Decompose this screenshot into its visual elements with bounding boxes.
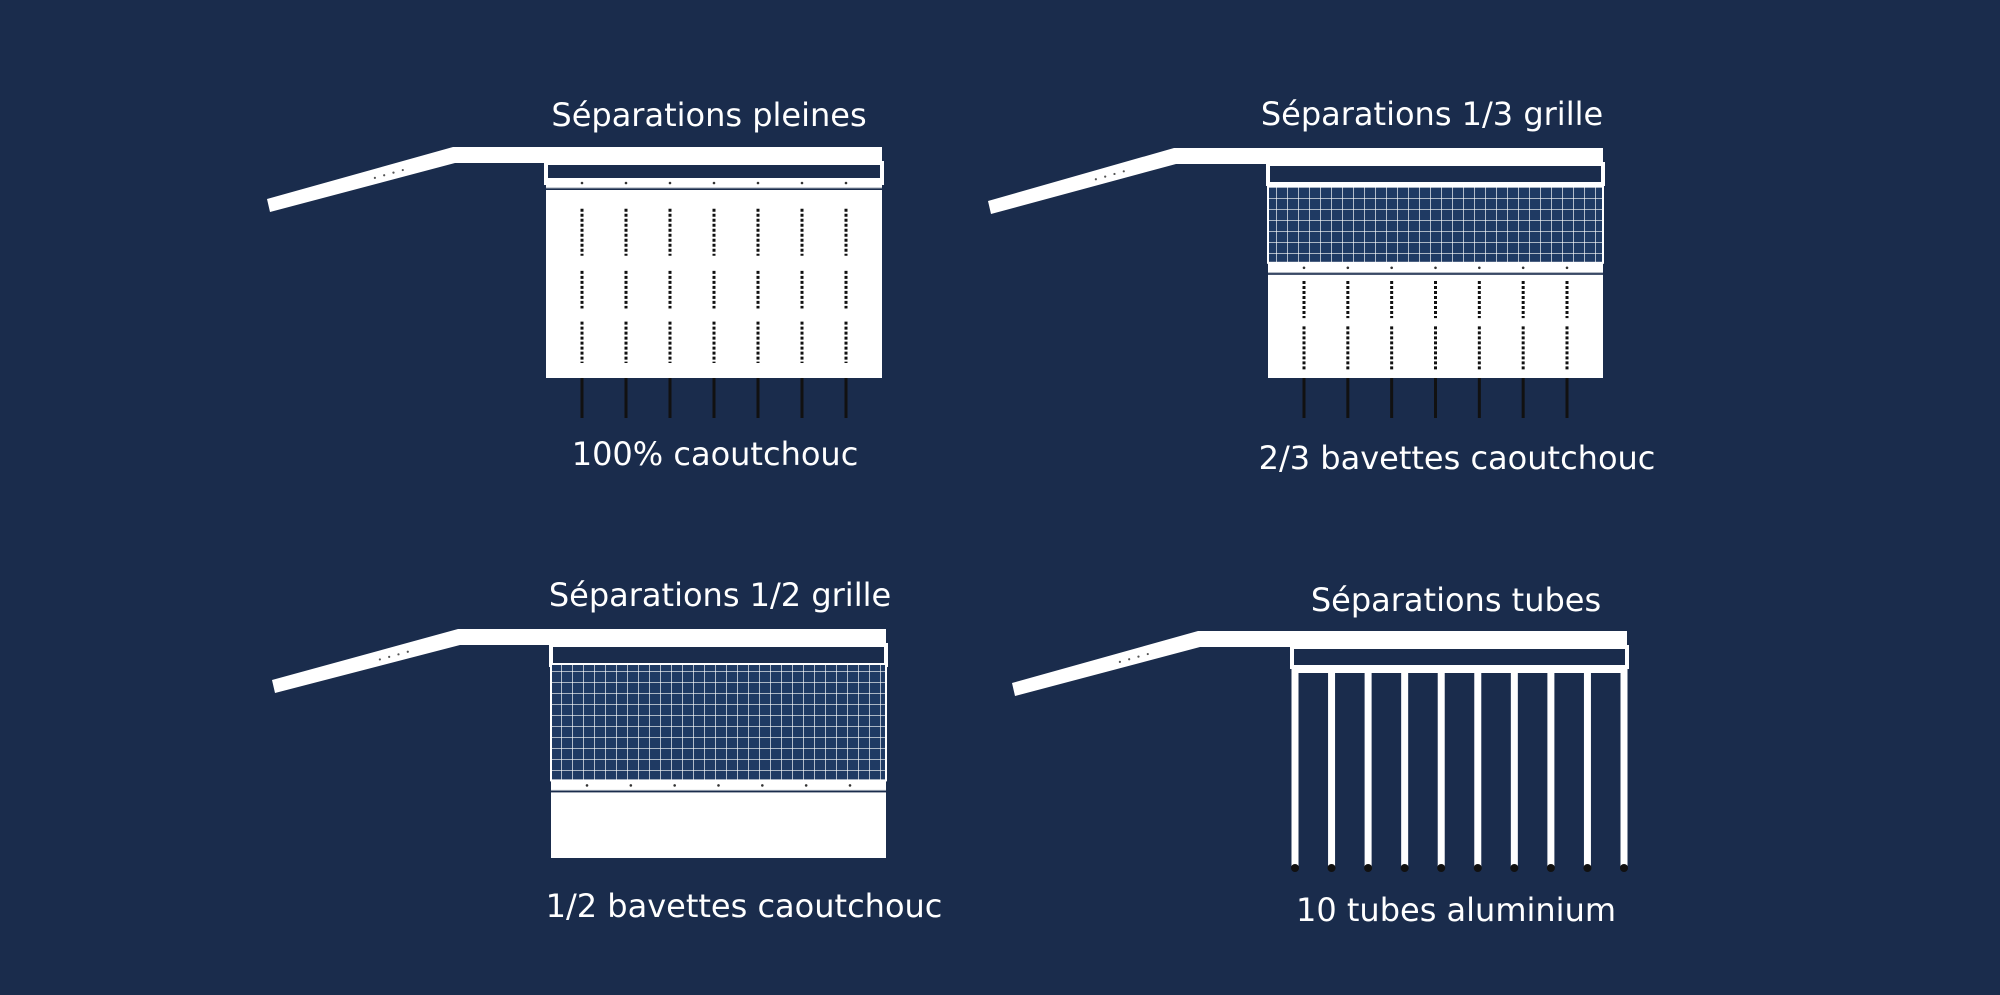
arm-rivet [378, 658, 381, 661]
panel-separations-tubes [1012, 631, 1629, 872]
separator-rivet [1346, 266, 1350, 270]
tube-end-cap [1473, 864, 1482, 872]
top-profile-box [549, 643, 888, 667]
panel-separations-1-2-grille [272, 629, 888, 858]
grid-mesh [1267, 185, 1604, 264]
tube-end-cap [1327, 864, 1336, 872]
arm-rivet [383, 174, 386, 177]
tube-end-cap [1437, 864, 1446, 872]
top-profile-box [1290, 645, 1629, 669]
separator-rivet [800, 181, 804, 185]
tube-end-cap [1291, 864, 1299, 872]
arm-rivet [406, 650, 409, 653]
panel-title-2: Séparations 1/3 grille [1260, 95, 1604, 133]
separator-rivet [1390, 266, 1393, 270]
aluminium-tube [1547, 668, 1555, 868]
separator-rivet [844, 181, 848, 185]
separator-rivet [804, 784, 808, 787]
separator-rivet [673, 784, 676, 787]
panel-caption-1: 100% caoutchouc [571, 435, 859, 473]
top-profile-box [1266, 162, 1605, 186]
arm-rivet [1128, 658, 1131, 661]
arm-rivet [388, 655, 391, 658]
separator-rivet [668, 181, 672, 185]
aluminium-tube [1583, 668, 1591, 868]
arm-rivet [1104, 175, 1107, 178]
separator-rivet [761, 784, 764, 787]
aluminium-tube [1364, 668, 1372, 868]
tube-end-cap [1510, 864, 1519, 872]
arm-rivet [397, 653, 400, 656]
tube-end-cap [1583, 864, 1592, 872]
aluminium-tube [1437, 668, 1445, 868]
arm-rivet [1137, 655, 1140, 658]
separator-rivet [712, 181, 716, 185]
separator-rivet [1565, 266, 1569, 270]
support-arm-rail [267, 147, 882, 212]
separator-rivet [1434, 266, 1437, 270]
grid-mesh [550, 663, 887, 782]
separator-rivet [585, 784, 589, 787]
support-arm-rail [1012, 631, 1627, 696]
aluminium-tube [1510, 668, 1518, 868]
panel-caption-2: 2/3 bavettes caoutchouc [1258, 439, 1656, 477]
arm-rivet [1113, 172, 1116, 176]
arm-rivet [1146, 652, 1149, 656]
separator-rivet [1478, 266, 1481, 270]
rubber-curtain-plain [551, 792, 886, 858]
panel-title-1: Séparations pleines [551, 96, 867, 134]
separator-rivet [580, 181, 584, 185]
separator-rivet [1521, 266, 1525, 270]
tube-end-cap [1364, 864, 1373, 872]
panel-title-3: Séparations 1/2 grille [548, 576, 892, 614]
arm-rivet [373, 176, 376, 179]
aluminium-tube [1328, 668, 1336, 868]
arm-rivet [1118, 660, 1121, 663]
arm-rivet [401, 168, 404, 172]
separator-rivet [624, 181, 628, 185]
tube-end-cap [1620, 864, 1628, 872]
panel-caption-4: 10 tubes aluminium [1295, 891, 1617, 929]
panel-separations-1-3-grille [988, 148, 1605, 418]
tube-end-cap [1400, 864, 1409, 872]
arm-rivet [1094, 178, 1097, 181]
rubber-curtain [546, 190, 882, 378]
arm-rivet [1122, 170, 1125, 173]
aluminium-tube [1620, 668, 1628, 868]
separator-rivet [848, 784, 852, 787]
aluminium-tube [1291, 668, 1299, 868]
separator-rivet [756, 181, 760, 185]
panel-separations-pleines [267, 147, 884, 418]
arm-rivet [392, 171, 395, 174]
separator-rivet [629, 784, 633, 787]
separator-rivet [717, 784, 720, 787]
panel-title-4: Séparations tubes [1310, 581, 1602, 619]
panel-caption-3: 1/2 bavettes caoutchouc [545, 887, 943, 925]
tube-end-cap [1546, 864, 1555, 872]
separator-rivet [1302, 266, 1306, 270]
aluminium-tube [1474, 668, 1482, 868]
tube-header-bar [1292, 666, 1627, 673]
support-arm-rail [988, 148, 1603, 214]
aluminium-tube [1401, 668, 1409, 868]
